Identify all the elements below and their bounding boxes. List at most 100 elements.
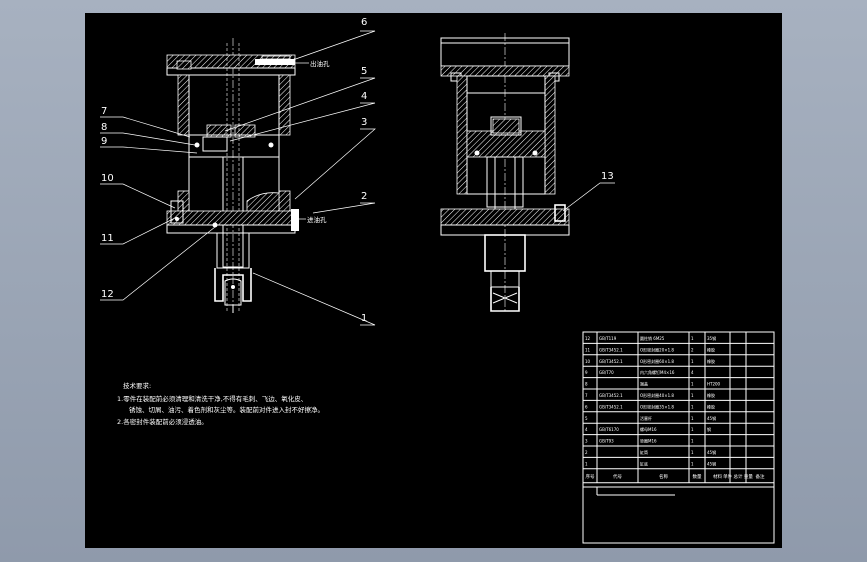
bom-cell: 12 [585,336,591,341]
technical-requirements: 技术要求: 1.零件在装配前必须清理和清洗干净,不得有毛刺、飞边、氧化皮、 锈蚀… [117,381,324,426]
bom-cell: GB/T3452.1 [599,347,623,352]
callout-12: 12 [101,289,114,300]
bom-cell: 橡胶 [707,346,715,352]
callout-9: 9 [101,136,107,147]
bom-cell: GB/T3452.1 [599,393,623,398]
bom-cell: 活塞杆 [640,415,652,421]
bom-cell: 缸底 [640,460,648,466]
bom-cell: 1 [691,359,694,364]
bom-cell: 1 [691,393,694,398]
bom-cell: 2 [691,347,694,352]
bom-cell: GB/T6170 [599,427,619,432]
bom-cell: 1 [691,439,694,444]
bom-header-cell: 代号 [613,473,622,480]
bom-cell: O形密封圈35×1.8 [640,403,674,409]
bom-cell: 4 [585,427,588,432]
bom-cell: GB/T119 [599,336,617,341]
bom-cell: 1 [691,382,694,387]
bom-cell: 10 [585,359,591,364]
callout-8: 8 [101,122,107,133]
bom-row: 4 GB/T6170 螺母M16 1 钢 [583,426,774,436]
callout-7: 7 [101,106,107,117]
bom-cell: 螺母M16 [640,426,657,432]
outlet-port-label: 出油孔 [310,59,330,68]
bom-cell: 橡胶 [707,392,715,398]
bom-cell: 1 [691,336,694,341]
bom-cell: 45钢 [707,460,716,466]
inlet-port-label: 进油孔 [307,215,327,224]
bom-header-cell: 单件 总计 重量 [723,473,753,480]
bom-row: 6 GB/T3452.1 O形密封圈35×1.8 1 橡胶 [583,403,774,413]
callout-2: 2 [361,191,367,202]
bom-cell: 35钢 [707,335,716,341]
callout-6: 6 [361,17,367,28]
callouts: 6 5 4 3 2 1 7 8 9 10 11 12 13 出油孔 进油孔 [100,17,615,326]
drawing-sheet: 6 5 4 3 2 1 7 8 9 10 11 12 13 出油孔 进油孔 技术… [85,13,782,548]
bom-cell: 橡胶 [707,358,715,364]
notes-title: 技术要求: [123,381,151,390]
bom-cell: 8 [585,382,588,387]
bom-cell: 1 [585,461,588,466]
bom-cell: O形密封圈60×1.8 [640,358,674,364]
bom-row: 8 端盖 1 HT200 [583,381,774,390]
callout-5: 5 [361,66,367,77]
notes-line-3: 2.各密封件装配前必须浸透油。 [117,417,208,426]
bom-cell: 圆柱销 6M25 [640,335,665,341]
callout-1: 1 [361,313,367,324]
bom-cell: GB/T93 [599,439,614,444]
callout-11: 11 [101,233,114,244]
cad-drawing: 6 5 4 3 2 1 7 8 9 10 11 12 13 出油孔 进油孔 技术… [100,17,775,544]
callout-13: 13 [601,171,614,182]
bom-cell: O形密封圈40×1.8 [640,392,674,398]
bom-cell: 11 [585,347,591,352]
callout-10: 10 [101,173,114,184]
bom-cell: 6 [585,404,588,409]
bom-cell: 1 [691,404,694,409]
bom-cell: GB/T3452.1 [599,404,623,409]
bom-row: 1 缸底 1 45钢 [583,460,774,470]
bom-row: 5 活塞杆 1 45钢 [583,415,774,424]
bom-cell: 5 [585,416,588,421]
bom-header-cell: 备注 [756,473,765,480]
bom-cell: 端盖 [640,381,648,387]
bom-cell: 橡胶 [707,403,715,409]
bom-row: 3 GB/T93 垫圈M16 1 [583,438,774,447]
callout-4: 4 [361,91,367,102]
bom-header-cell: 材料 [713,473,722,480]
left-section-view [166,38,299,313]
bom-cell: 1 [691,416,694,421]
bom-cell: 内六角螺钉M4×16 [640,369,675,375]
bom-header-cell: 数量 [693,473,702,480]
bom-cell: 1 [691,461,694,466]
bom-cell: HT200 [707,382,721,387]
bom-cell: 45钢 [707,415,716,421]
bom-cell: 7 [585,393,588,398]
bom-header-cell: 序号 [586,473,595,480]
bom-row: 9 GB/T70 内六角螺钉M4×16 4 [583,369,774,379]
bom-cell: 2 [585,450,588,455]
notes-line-1: 1.零件在装配前必须清理和清洗干净,不得有毛刺、飞边、氧化皮、 [117,394,307,403]
bom-cell: GB/T3452.1 [599,359,623,364]
bom-cell: 缸筒 [640,449,648,455]
bom-cell: O形密封圈20×1.8 [640,346,674,352]
bom-row: 10 GB/T3452.1 O形密封圈60×1.8 1 橡胶 [583,358,774,367]
bom-cell: 1 [691,450,694,455]
bom-row: 12 GB/T119 圆柱销 6M25 1 35钢 [583,335,774,344]
bom-header-row: 序号 代号 名称 数量 材料单件 总计 重量备注 [582,332,775,484]
callout-3: 3 [361,117,367,128]
bom-cell: 3 [585,439,588,444]
bom-cell: 9 [585,370,588,375]
right-section-view [440,33,570,313]
bom-cell: 4 [691,370,694,375]
bom-row: 2 缸筒 1 45钢 [583,449,774,458]
bom-cell: GB/T70 [599,370,614,375]
notes-line-2: 锈蚀、切屑、油污、着色剂和灰尘等。装配前对件进入封不好擦净。 [129,405,324,414]
bom-header-cell: 名称 [659,473,668,480]
bom-row: 7 GB/T3452.1 O形密封圈40×1.8 1 橡胶 [583,392,774,401]
bom-row: 11 GB/T3452.1 O形密封圈20×1.8 2 橡胶 [583,346,774,356]
bom-cell: 垫圈M16 [640,438,657,444]
bom-cell: 45钢 [707,449,716,455]
bom-cell: 钢 [707,426,711,432]
bom-cell: 1 [691,427,694,432]
